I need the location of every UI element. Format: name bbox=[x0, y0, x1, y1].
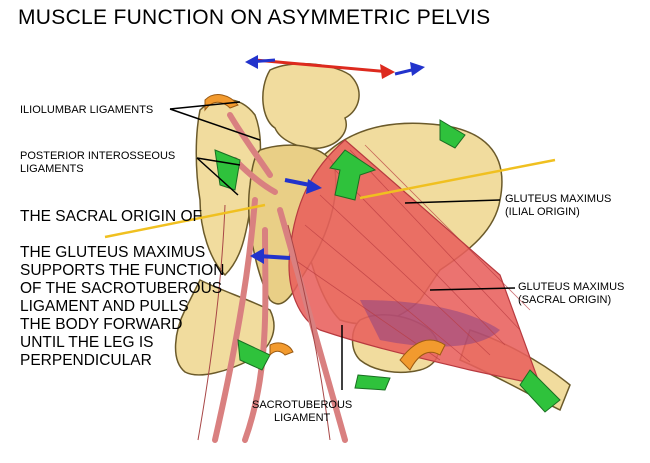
leader-lines bbox=[169, 101, 516, 390]
label-gluteus-maximus-sacral: GLUTEUS MAXIMUS (SACRAL ORIGIN) bbox=[518, 281, 625, 306]
page-title: MUSCLE FUNCTION ON ASYMMETRIC PELVIS bbox=[18, 6, 491, 29]
gluteus-purple-shadow bbox=[360, 300, 500, 347]
yellow-needle-right bbox=[359, 158, 556, 200]
label-sacral-origin-of: THE SACRAL ORIGIN OF bbox=[20, 208, 203, 225]
label-sacrotuberous-ligament: SACROTUBEROUS LIGAMENT bbox=[252, 399, 353, 424]
label-posterior-interosseous-ligaments: POSTERIOR INTEROSSEOUS LIGAMENTS bbox=[20, 150, 176, 175]
gluteus-description-paragraph: THE GLUTEUS MAXIMUS SUPPORTS THE FUNCTIO… bbox=[20, 244, 225, 369]
gluteus-maximus-muscle bbox=[288, 139, 541, 386]
sacrum-blue-arrows bbox=[250, 178, 322, 264]
muscle-fibers bbox=[294, 144, 531, 363]
green-arrows bbox=[214, 119, 561, 413]
label-iliolumbar-ligaments: ILIOLUMBAR LIGAMENTS bbox=[20, 104, 154, 116]
ligament-fibers bbox=[197, 204, 331, 441]
label-gluteus-maximus-ilial: GLUTEUS MAXIMUS (ILIAL ORIGIN) bbox=[505, 193, 612, 218]
top-rotation-arrows bbox=[245, 55, 425, 79]
yellow-needle-left bbox=[104, 203, 266, 239]
lumbar-vertebrae bbox=[262, 62, 360, 149]
